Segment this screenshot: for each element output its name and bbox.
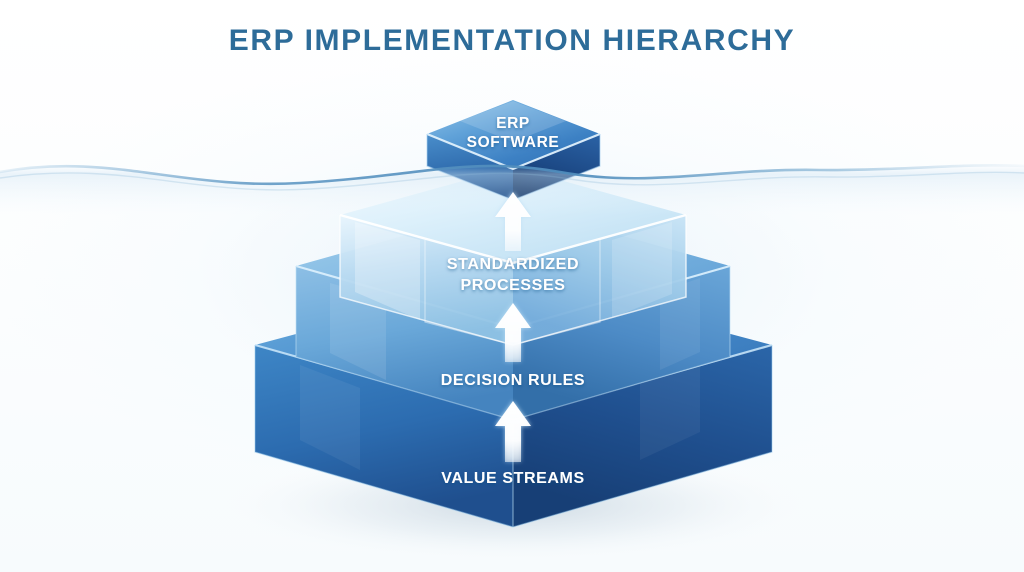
standardized-processes-gloss-2: [612, 222, 672, 318]
arrow-decision-to-processes: [495, 303, 531, 362]
page-title: ERP IMPLEMENTATION HIERARCHY: [228, 24, 796, 57]
decision-rules-right-face: [513, 266, 730, 420]
standardized-processes-inner-block-left: [424, 240, 514, 346]
label-erp-software-line1: ERP: [496, 115, 530, 132]
value-streams-right-face: [513, 345, 772, 527]
waterline-wave-secondary: [0, 171, 1024, 191]
label-value-streams: VALUE STREAMS: [441, 470, 585, 487]
value-streams-outer-edge: [254, 345, 773, 528]
decision-rules-gloss: [330, 283, 386, 380]
standardized-processes-edge-highlight: [339, 213, 687, 265]
standardized-processes-inner-block-right: [512, 240, 601, 346]
arrow-processes-to-erp: [495, 192, 531, 251]
waterline-band: [0, 165, 1024, 215]
layer-labels: ERP SOFTWARE STANDARDIZED PROCESSES DECI…: [441, 115, 585, 487]
standardized-processes-right-face: [513, 215, 686, 345]
value-streams-gloss: [300, 365, 360, 470]
arrow-value-to-decision: [495, 401, 531, 462]
standardized-processes-gloss: [355, 222, 420, 320]
label-erp-software-line2: SOFTWARE: [467, 134, 560, 151]
label-standardized-processes-line1: STANDARDIZED: [447, 256, 579, 273]
erp-software-top-face: [427, 100, 600, 169]
flow-arrows: [495, 192, 531, 462]
erp-software-specular: [460, 101, 566, 142]
waterline-wave: [0, 164, 1024, 186]
label-standardized-processes-line2: PROCESSES: [461, 277, 566, 294]
value-streams-left-face: [255, 345, 513, 527]
decision-rules-left-face: [296, 266, 513, 420]
waterline-group: [0, 164, 1024, 215]
standardized-processes-left-face: [340, 215, 513, 345]
label-decision-rules: DECISION RULES: [441, 372, 585, 389]
